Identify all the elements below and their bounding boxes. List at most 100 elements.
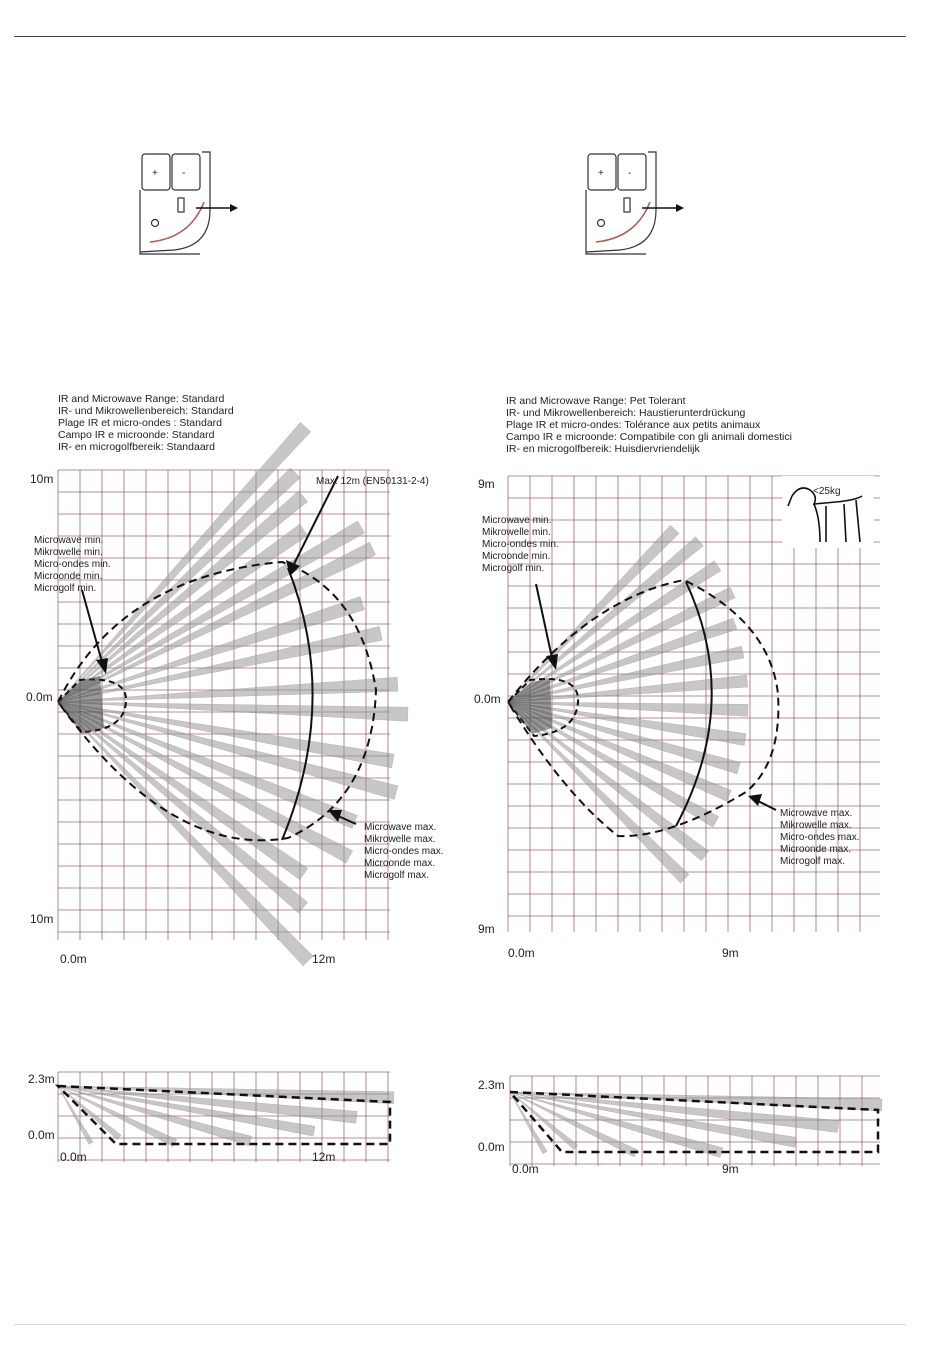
- microwave-max-outline: [54, 1084, 392, 1146]
- y-axis-mid-label: 0.0m: [474, 692, 501, 706]
- dog-icon: [787, 487, 863, 543]
- ir-min-zone: [508, 678, 552, 734]
- mw-max-label: Microwave max.: [364, 822, 436, 833]
- beam: [509, 1091, 638, 1158]
- y-axis-top-label: 9m: [478, 477, 495, 491]
- standard-caption: IR and Microwave Range: Standard IR- und…: [58, 393, 234, 453]
- y-axis-mid-label: 0.0m: [26, 690, 53, 704]
- ir-max-arc: [675, 581, 713, 827]
- mw-min-label: Microwave min.: [482, 515, 551, 526]
- dog-weight-label: <25kg: [813, 486, 841, 497]
- beam: [507, 617, 738, 703]
- pet-caption: IR and Microwave Range: Pet Tolerant IR-…: [506, 395, 792, 455]
- microwave-max-outline: [507, 1090, 880, 1154]
- x-axis-right-label: 9m: [722, 946, 739, 960]
- caption-line: IR- und Mikrowellenbereich: Haustierunte…: [506, 407, 746, 419]
- x-axis-left-label: 0.0m: [508, 946, 535, 960]
- arrow-head: [286, 560, 300, 576]
- top-rule: [14, 36, 906, 37]
- beam: [57, 701, 314, 967]
- mw-max-label: Micro-ondes max.: [780, 832, 859, 843]
- mw-min-label: Micro-ondes min.: [34, 559, 111, 570]
- bottom-rule: [14, 1324, 906, 1325]
- mw-min-label: Microonde min.: [482, 551, 550, 562]
- arrow-head: [96, 658, 108, 674]
- mw-max-label: Mikrowelle max.: [364, 834, 436, 845]
- x-axis-left-label: 0.0m: [60, 952, 87, 966]
- beam: [57, 701, 309, 881]
- mw-max-label: Microgolf max.: [780, 856, 845, 867]
- x-axis-right-label: 12m: [312, 952, 336, 966]
- mw-min-label: Mikrowelle min.: [482, 527, 551, 538]
- beam: [57, 596, 365, 703]
- caption-line: IR and Microwave Range: Standard: [58, 393, 225, 405]
- mw-min-label: Micro-ondes min.: [482, 539, 559, 550]
- detection-beams: [57, 421, 409, 967]
- microwave-max-outline: [56, 560, 378, 842]
- beam: [57, 626, 383, 703]
- caption-line: Plage IR et micro-ondes : Standard: [58, 417, 223, 429]
- connector-diagram-standard: + -: [139, 151, 238, 255]
- pet-top-view: <25kg Microwave min. Mikrowelle min. Mic…: [482, 475, 880, 932]
- y-axis-bottom-label: 10m: [30, 912, 54, 926]
- mw-max-label: Microwave max.: [780, 808, 852, 819]
- caption-line: Campo IR e microonde: Standard: [58, 429, 215, 441]
- beam: [57, 490, 308, 703]
- arrow-head: [328, 810, 342, 822]
- minus-label: -: [628, 168, 631, 179]
- beam: [509, 1091, 579, 1150]
- beam: [57, 701, 308, 914]
- arrow-head: [748, 794, 762, 806]
- caption-line: Plage IR et micro-ondes: Tolérance aux p…: [506, 419, 761, 431]
- beam: [57, 467, 301, 703]
- side-x-left-label: 0.0m: [512, 1162, 539, 1176]
- beam: [57, 1085, 316, 1137]
- side-y-top-label: 2.3m: [28, 1072, 55, 1086]
- y-axis-top-label: 10m: [30, 472, 54, 486]
- beam: [507, 560, 722, 703]
- standard-top-view: Max. 12m (EN50131-2-4) Microwave min. Mi…: [34, 421, 443, 967]
- microwave-min-outline: [56, 678, 128, 734]
- standard-side-view: [54, 1071, 395, 1162]
- side-x-right-label: 9m: [722, 1162, 739, 1176]
- beam: [57, 1085, 252, 1147]
- mw-min-label: Mikrowelle min.: [34, 547, 103, 558]
- pet-side-view: [507, 1075, 883, 1166]
- connector-diagram-pet: + -: [585, 151, 684, 255]
- mw-min-label: Microwave min.: [34, 535, 103, 546]
- beam: [507, 701, 747, 746]
- beam: [507, 586, 736, 703]
- beam: [507, 701, 690, 884]
- detection-beams: [507, 524, 749, 884]
- beam: [57, 1085, 358, 1124]
- beam: [57, 701, 353, 864]
- beam: [57, 701, 409, 722]
- beam: [507, 701, 749, 717]
- mw-min-label: Microgolf min.: [482, 563, 544, 574]
- beam: [57, 701, 399, 800]
- mw-max-label: Micro-ondes max.: [364, 846, 443, 857]
- caption-line: IR- en microgolfbereik: Standaard: [58, 441, 215, 453]
- beam: [57, 541, 376, 703]
- beam: [57, 523, 309, 703]
- plus-label: +: [152, 168, 158, 179]
- mw-min-label: Microonde min.: [34, 571, 102, 582]
- caption-line: IR- en microgolfbereik: Huisdiervriendel…: [506, 443, 700, 455]
- mw-max-label: Microgolf max.: [364, 870, 429, 881]
- arrow-head: [546, 654, 558, 670]
- mw-max-label: Microonde max.: [780, 844, 851, 855]
- beam: [509, 1091, 548, 1155]
- beam: [507, 701, 710, 861]
- mw-max-label: Microonde max.: [364, 858, 435, 869]
- beam: [507, 701, 720, 828]
- mw-max-label: Mikrowelle max.: [780, 820, 852, 831]
- beam: [507, 645, 745, 703]
- caption-line: IR and Microwave Range: Pet Tolerant: [506, 395, 686, 407]
- mw-min-label: Microgolf min.: [34, 583, 96, 594]
- ir-max-arc: [281, 567, 314, 841]
- beam: [509, 1091, 797, 1148]
- caption-line: IR- und Mikrowellenbereich: Standard: [58, 405, 234, 417]
- beam: [57, 701, 358, 829]
- side-y-bottom-label: 0.0m: [478, 1140, 505, 1154]
- side-y-bottom-label: 0.0m: [28, 1128, 55, 1142]
